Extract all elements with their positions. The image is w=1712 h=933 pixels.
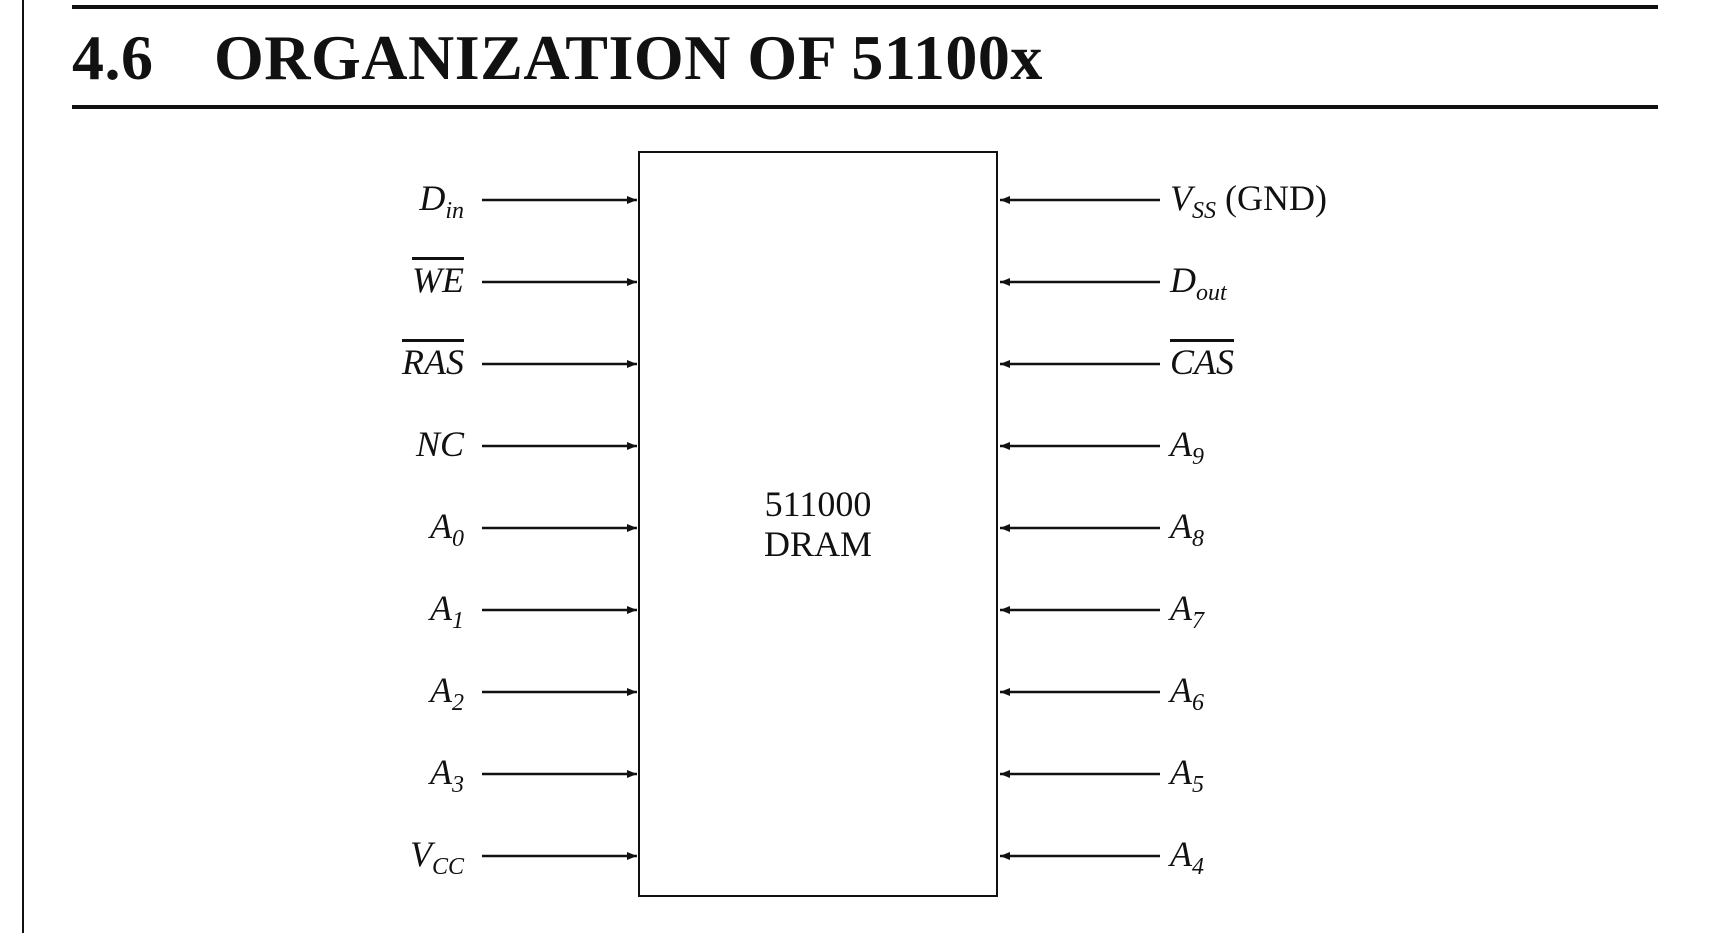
- pin-subscript: 9: [1192, 444, 1204, 470]
- pin-name: A: [1170, 588, 1192, 628]
- pin-subscript: 6: [1192, 690, 1204, 716]
- right-pin-label-5: A7: [1170, 588, 1204, 641]
- chip-type: DRAM: [763, 524, 873, 564]
- pin-name: D: [1170, 260, 1196, 300]
- pin-name: A: [430, 506, 452, 546]
- right-pin-label-0: VSS (GND): [1170, 178, 1327, 231]
- right-pin-label-3: A9: [1170, 424, 1204, 477]
- dram-chip-body: [638, 151, 998, 897]
- right-pin-label-4: A8: [1170, 506, 1204, 559]
- pin-suffix: (GND): [1216, 178, 1327, 218]
- right-pin-label-8: A4: [1170, 834, 1204, 887]
- left-pin-label-5: A1: [430, 588, 464, 641]
- pin-subscript: 1: [452, 608, 464, 634]
- left-pin-wires: [482, 196, 637, 860]
- pin-subscript: SS: [1192, 198, 1216, 224]
- pin-name: A: [430, 670, 452, 710]
- pin-name: A: [1170, 506, 1192, 546]
- heading-bottom-rule: [72, 105, 1658, 109]
- pin-name: A: [1170, 670, 1192, 710]
- pin-name: A: [430, 588, 452, 628]
- pin-name: A: [1170, 424, 1192, 464]
- left-pin-label-6: A2: [430, 670, 464, 723]
- pin-name: D: [419, 178, 446, 218]
- left-pin-label-8: VCC: [410, 834, 464, 887]
- pin-subscript: 0: [452, 526, 464, 552]
- left-pin-label-3: NC: [416, 424, 464, 464]
- right-pin-label-6: A6: [1170, 670, 1204, 723]
- section-number: 4.6: [72, 22, 154, 93]
- right-pin-wires: [1000, 196, 1160, 860]
- section-title: ORGANIZATION OF 51100x: [214, 22, 1043, 93]
- pin-name: NC: [415, 424, 464, 464]
- pin-subscript: 3: [452, 772, 464, 798]
- pin-name: WE: [412, 260, 464, 300]
- left-pin-label-7: A3: [430, 752, 464, 805]
- chip-part-number: 511000: [764, 484, 872, 524]
- heading-top-rule: [72, 5, 1658, 9]
- pin-subscript: 5: [1192, 772, 1204, 798]
- pin-subscript: 8: [1192, 526, 1204, 552]
- right-pin-label-1: Dout: [1170, 260, 1227, 313]
- pin-name: V: [409, 834, 432, 874]
- left-pin-label-1: WE: [412, 260, 464, 300]
- pin-subscript: out: [1196, 280, 1227, 306]
- pin-name: V: [1170, 178, 1192, 218]
- pin-name: CAS: [1170, 342, 1235, 382]
- pin-subscript: 2: [452, 690, 464, 716]
- left-pin-label-2: RAS: [402, 342, 464, 382]
- pin-name: RAS: [402, 342, 464, 382]
- pin-subscript: 4: [1192, 854, 1204, 880]
- right-pin-label-2: CAS: [1170, 342, 1234, 382]
- pin-name: A: [1170, 752, 1192, 792]
- section-heading: 4.6 ORGANIZATION OF 51100x: [72, 18, 1043, 98]
- pin-subscript: 7: [1192, 608, 1204, 634]
- left-pin-label-0: Din: [419, 178, 464, 231]
- pin-name: A: [430, 752, 452, 792]
- right-pin-label-7: A5: [1170, 752, 1204, 805]
- pin-name: A: [1170, 834, 1192, 874]
- pin-subscript: CC: [431, 854, 464, 880]
- chip-label: 511000 DRAM: [638, 484, 998, 564]
- page-margin-rule: [22, 0, 24, 933]
- pin-subscript: in: [445, 198, 464, 224]
- left-pin-label-4: A0: [430, 506, 464, 559]
